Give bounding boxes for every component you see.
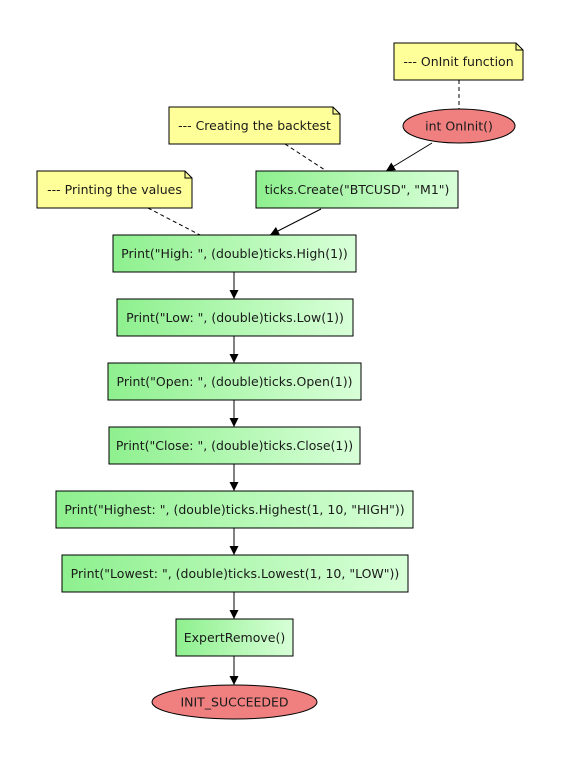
node-expert-remove-text: ExpertRemove() — [184, 630, 285, 645]
values-note-link — [147, 207, 201, 236]
note-backtest-text: --- Creating the backtest — [178, 118, 331, 133]
node-print-close-text: Print("Close: ", (double)ticks.Close(1)) — [116, 438, 353, 453]
node-print-lowest-text: Print("Lowest: ", (double)ticks.Lowest(1… — [71, 566, 400, 581]
note-oninit-text: --- OnInit function — [403, 54, 513, 69]
node-expert-remove: ExpertRemove() — [175, 618, 294, 657]
node-init-succeeded-text: INIT_SUCCEEDED — [180, 695, 288, 710]
node-print-low-text: Print("Low: ", (double)ticks.Low(1)) — [126, 310, 344, 325]
arrow-oninit-to-create — [385, 142, 433, 172]
backtest-note-link — [284, 143, 329, 173]
node-print-lowest: Print("Lowest: ", (double)ticks.Lowest(1… — [61, 554, 409, 593]
node-oninit: int OnInit() — [402, 108, 516, 144]
node-oninit-text: int OnInit() — [425, 119, 493, 134]
node-ticks-create: ticks.Create("BTCUSD", "M1") — [255, 170, 459, 209]
node-print-low: Print("Low: ", (double)ticks.Low(1)) — [116, 298, 354, 337]
node-print-close: Print("Close: ", (double)ticks.Close(1)) — [108, 426, 361, 465]
node-print-high-text: Print("High: ", (double)ticks.High(1)) — [121, 246, 348, 261]
note-values-text: --- Printing the values — [47, 182, 182, 197]
node-create-text: ticks.Create("BTCUSD", "M1") — [265, 182, 450, 197]
node-print-highest-text: Print("Highest: ", (double)ticks.Highest… — [64, 502, 404, 517]
node-print-high: Print("High: ", (double)ticks.High(1)) — [112, 234, 357, 273]
arrow-create-to-high — [269, 208, 322, 236]
note-oninit-function: --- OnInit function — [393, 42, 524, 81]
node-print-highest: Print("Highest: ", (double)ticks.Highest… — [55, 490, 414, 529]
note-printing-values: --- Printing the values — [36, 170, 193, 209]
node-print-open: Print("Open: ", (double)ticks.Open(1)) — [107, 362, 362, 401]
note-creating-backtest: --- Creating the backtest — [168, 106, 341, 145]
node-init-succeeded: INIT_SUCCEEDED — [151, 684, 318, 720]
node-print-open-text: Print("Open: ", (double)ticks.Open(1)) — [117, 374, 353, 389]
